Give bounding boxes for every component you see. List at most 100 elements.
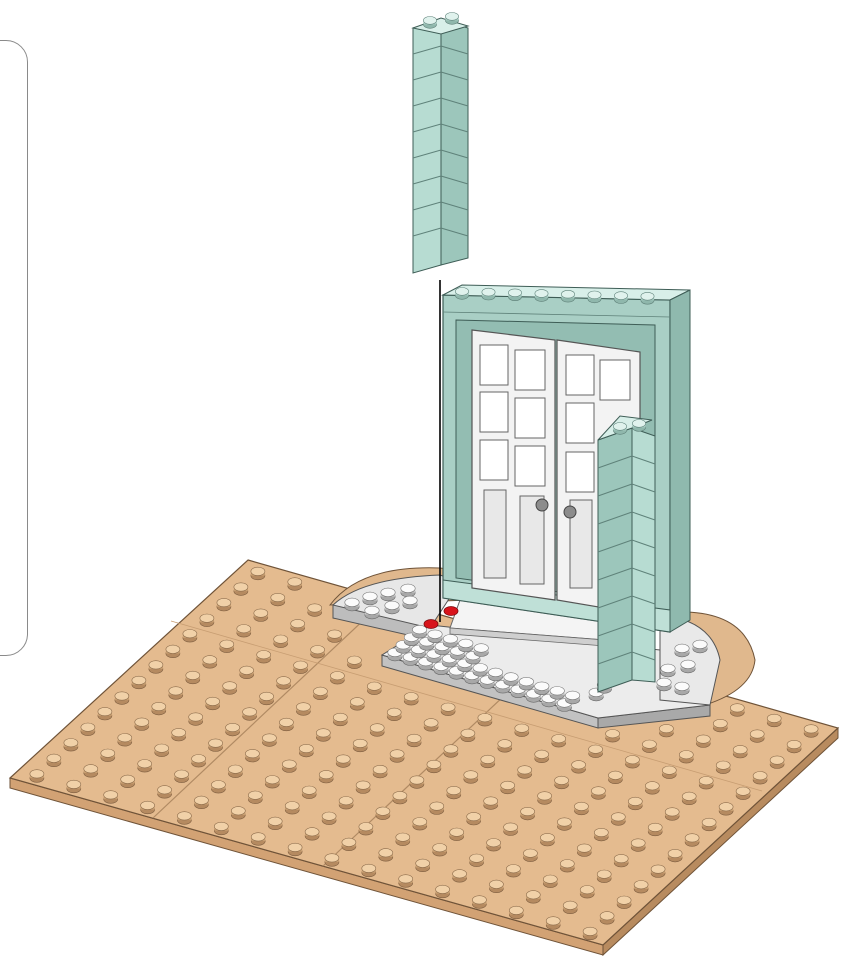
baseplate-stud <box>248 791 262 804</box>
baseplate-stud <box>166 645 180 658</box>
baseplate-stud <box>521 807 535 820</box>
baseplate-stud <box>370 724 384 737</box>
baseplate-stud <box>333 713 347 726</box>
baseplate-stud <box>350 698 364 711</box>
baseplate-stud <box>608 771 622 784</box>
baseplate-stud <box>98 707 112 720</box>
baseplate-stud <box>328 630 342 643</box>
threshold-stud <box>661 664 675 677</box>
baseplate-stud <box>611 813 625 826</box>
baseplate-stud <box>214 822 228 835</box>
baseplate-stud <box>308 604 322 617</box>
baseplate-stud <box>379 849 393 862</box>
baseplate-stud <box>149 661 163 674</box>
baseplate-stud <box>254 609 268 622</box>
baseplate-stud <box>336 755 350 768</box>
baseplate-stud <box>311 646 325 659</box>
door-left <box>472 330 555 600</box>
baseplate-stud <box>152 702 166 715</box>
baseplate-stud <box>506 865 520 878</box>
threshold-stud <box>443 635 457 648</box>
threshold-stud <box>403 596 417 609</box>
baseplate-stud <box>118 734 132 747</box>
baseplate-stud <box>322 812 336 825</box>
baseplate-stud <box>132 676 146 689</box>
door-frame-stud <box>508 289 521 301</box>
baseplate-stud <box>484 797 498 810</box>
baseplate-stud <box>770 756 784 769</box>
baseplate-stud <box>200 614 214 627</box>
baseplate-stud <box>736 787 750 800</box>
baseplate-stud <box>733 745 747 758</box>
door-knob-left <box>536 499 548 511</box>
baseplate-stud <box>489 880 503 893</box>
baseplate-stud <box>211 781 225 794</box>
baseplate-stud <box>645 782 659 795</box>
baseplate-stud <box>730 704 744 717</box>
baseplate-stud <box>217 598 231 611</box>
baseplate-stud <box>753 772 767 785</box>
threshold-stud <box>681 660 695 673</box>
baseplate-stud <box>410 776 424 789</box>
baseplate-stud <box>177 812 191 825</box>
baseplate-stud <box>288 578 302 591</box>
baseplate-stud <box>589 745 603 758</box>
new-brick-column <box>413 18 468 273</box>
baseplate-stud <box>750 730 764 743</box>
baseplate-stud <box>543 875 557 888</box>
baseplate-stud <box>274 635 288 648</box>
baseplate-stud <box>461 729 475 742</box>
threshold-stud <box>381 588 395 601</box>
baseplate-stud <box>396 833 410 846</box>
baseplate-stud <box>399 875 413 888</box>
baseplate-stud <box>580 886 594 899</box>
baseplate-stud <box>356 781 370 794</box>
baseplate-stud <box>84 765 98 778</box>
baseplate-stud <box>291 619 305 632</box>
threshold-stud <box>401 584 415 597</box>
baseplate-stud <box>433 844 447 857</box>
baseplate-stud <box>628 797 642 810</box>
baseplate-stud <box>376 807 390 820</box>
baseplate-stud <box>642 740 656 753</box>
baseplate-stud <box>342 838 356 851</box>
threshold-stud <box>365 606 379 619</box>
baseplate-stud <box>175 770 189 783</box>
baseplate-stud <box>362 864 376 877</box>
baseplate-stud <box>453 870 467 883</box>
baseplate-stud <box>682 792 696 805</box>
baseplate-stud <box>194 796 208 809</box>
baseplate-stud <box>192 755 206 768</box>
baseplate-stud <box>668 849 682 862</box>
baseplate-stud <box>330 672 344 685</box>
baseplate-stud <box>560 860 574 873</box>
baseplate-stud <box>138 760 152 773</box>
threshold-stud <box>363 592 377 605</box>
door-frame-stud <box>588 291 601 303</box>
baseplate-stud <box>535 750 549 763</box>
baseplate-stud <box>716 761 730 774</box>
placement-marker-1 <box>424 620 438 629</box>
baseplate-stud <box>696 735 710 748</box>
baseplate-stud <box>302 786 316 799</box>
baseplate-stud <box>685 834 699 847</box>
baseplate-stud <box>427 760 441 773</box>
baseplate-stud <box>523 849 537 862</box>
baseplate-stud <box>390 750 404 763</box>
baseplate-stud <box>169 687 183 700</box>
baseplate-stud <box>699 777 713 790</box>
baseplate-stud <box>574 802 588 815</box>
baseplate-stud <box>234 583 248 596</box>
baseplate-stud <box>282 760 296 773</box>
baseplate-stud <box>648 823 662 836</box>
threshold-stud <box>550 687 564 700</box>
baseplate-stud <box>546 917 560 930</box>
new-brick-stud <box>445 13 458 25</box>
baseplate-stud <box>325 854 339 867</box>
baseplate-stud <box>625 756 639 769</box>
baseplate-stud <box>245 749 259 762</box>
baseplate-stud <box>223 682 237 695</box>
baseplate-stud <box>257 651 271 664</box>
baseplate-stud <box>665 808 679 821</box>
